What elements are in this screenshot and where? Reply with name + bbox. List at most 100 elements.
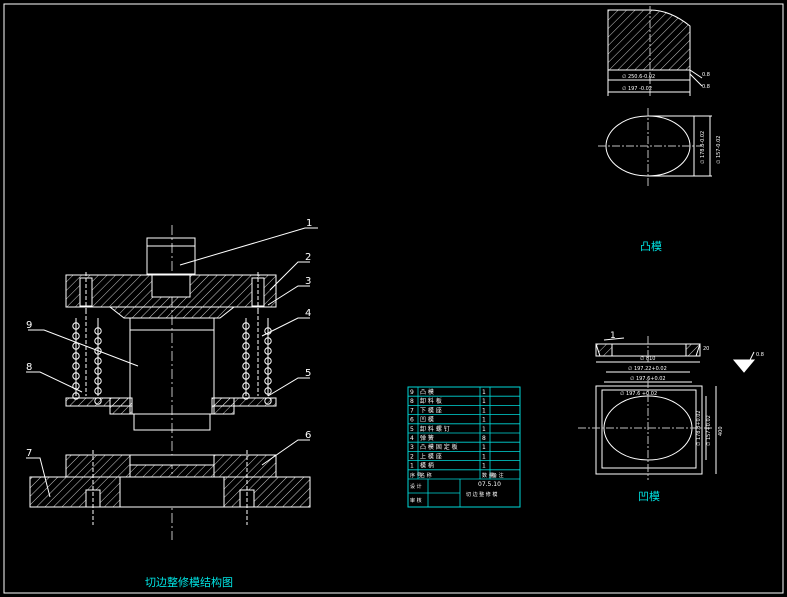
main-assembly-view bbox=[26, 225, 318, 540]
bom-cell: 凹 模 bbox=[420, 416, 434, 424]
part-label-7: 7 bbox=[26, 448, 32, 459]
die-view-title: 凹模 bbox=[638, 490, 660, 503]
bom-cell: 卸 料 螺 钉 bbox=[420, 425, 450, 433]
die-dim-vertical-3: 400 bbox=[718, 426, 724, 436]
spring-coils bbox=[72, 322, 272, 405]
punch-dim-inner: ∅ 250.6-0.02 bbox=[622, 74, 655, 80]
lower-die bbox=[65, 454, 277, 478]
part-label-9: 9 bbox=[26, 320, 32, 331]
bom-header-cell: 数 量 bbox=[482, 472, 494, 479]
die-dim-thickness: 20 bbox=[703, 346, 709, 352]
bom-cell: 模 柄 bbox=[420, 462, 434, 470]
spring-coil bbox=[242, 372, 250, 380]
part-label-3: 3 bbox=[305, 276, 311, 287]
bom-cell: 1 bbox=[482, 426, 486, 433]
bom-header-cell: 名 称 bbox=[420, 472, 432, 479]
part-label-2: 2 bbox=[305, 252, 311, 263]
bom-cell: 下 模 座 bbox=[420, 406, 442, 414]
bom-cell: 凸 模 固 定 板 bbox=[420, 443, 458, 451]
spring-coil bbox=[264, 357, 272, 365]
spring-coil bbox=[242, 352, 250, 360]
lower-die-seat bbox=[29, 450, 311, 525]
bom-cell: 5 bbox=[410, 426, 414, 433]
bom-cell: 1 bbox=[482, 407, 486, 414]
spring-coil bbox=[94, 367, 102, 375]
bom-cell: 9 bbox=[410, 389, 414, 396]
bom-cell: 2 bbox=[410, 453, 414, 460]
punch-dims: ∅ 250.6-0.02 ∅ 197 -0.02 0.8 0.8 ∅ 178.8… bbox=[622, 72, 722, 164]
drawing-border bbox=[3, 3, 784, 594]
spring-coil bbox=[264, 337, 272, 345]
spring-coil bbox=[72, 352, 80, 360]
bom-cell: 凸 模 bbox=[420, 388, 434, 396]
spring-coil bbox=[242, 362, 250, 370]
spring-coil bbox=[72, 332, 80, 340]
part-label-6: 6 bbox=[305, 430, 311, 441]
bom-header-cell: 备 注 bbox=[492, 472, 504, 479]
die-dim-vertical-1: ∅ 178.8+0.02 bbox=[696, 410, 702, 446]
punch-roughness-2: 0.8 bbox=[702, 84, 710, 90]
spring-coil bbox=[264, 377, 272, 385]
die-dim-bottom-width: ∅ 197.6 +0.02 bbox=[620, 391, 657, 397]
spring-coil bbox=[94, 357, 102, 365]
bom-cell: 上 模 座 bbox=[420, 452, 442, 460]
spring-coil bbox=[264, 367, 272, 375]
spring-coil bbox=[242, 382, 250, 390]
spring-left bbox=[75, 310, 99, 396]
bom-cell: 1 bbox=[482, 398, 486, 405]
bom-header-cell: 序 号 bbox=[410, 472, 422, 479]
punch-dim-outer: ∅ 197 -0.02 bbox=[622, 86, 652, 92]
bom-cell: 弹 簧 bbox=[420, 434, 434, 442]
spring-coil bbox=[264, 347, 272, 355]
spring-coil bbox=[72, 392, 80, 400]
bom-cell: 1 bbox=[482, 417, 486, 424]
spring-coil bbox=[242, 342, 250, 350]
part-label-8: 8 bbox=[26, 362, 32, 373]
bom-cell: 4 bbox=[410, 435, 414, 442]
bom-footer-code: 07.5.10 bbox=[478, 481, 501, 488]
spring-coil bbox=[94, 377, 102, 385]
bom-cell: 1 bbox=[482, 453, 486, 460]
main-view-title: 切边整修模结构图 bbox=[145, 575, 233, 589]
spring-coil bbox=[72, 322, 80, 330]
punch-dim-vertical-1: ∅ 178.8-0.02 bbox=[700, 131, 706, 164]
die-label-1: 1 bbox=[610, 331, 616, 341]
punch-detail-view bbox=[598, 6, 712, 186]
spring-right bbox=[245, 310, 269, 396]
spring-coil bbox=[72, 342, 80, 350]
spring-coil bbox=[264, 387, 272, 395]
leader-lines bbox=[26, 227, 318, 498]
upper-die-seat bbox=[65, 272, 277, 310]
die-detail-view bbox=[578, 336, 756, 480]
bom-cell: 1 bbox=[482, 444, 486, 451]
punch-dim-vertical-2: ∅ 157-0.02 bbox=[716, 136, 722, 164]
spring-coil bbox=[242, 322, 250, 330]
spring-coil bbox=[242, 332, 250, 340]
punch-roughness-1: 0.8 bbox=[702, 72, 710, 78]
die-roughness: 0.8 bbox=[756, 352, 764, 358]
die-dim-vertical-2: ∅ 157+0.02 bbox=[706, 415, 712, 446]
bom-cell: 1 bbox=[482, 463, 486, 470]
punch-body bbox=[129, 317, 215, 431]
spring-coil bbox=[94, 387, 102, 395]
bom-cell: 卸 料 板 bbox=[420, 397, 442, 405]
bom-border bbox=[407, 386, 521, 508]
bom-footer-review: 审 核 bbox=[410, 497, 422, 504]
main-part-labels: 1 2 3 4 5 6 7 8 9 bbox=[26, 218, 312, 459]
spring-coil bbox=[94, 327, 102, 335]
die-dim-mid-width: ∅ 197.6+0.02 bbox=[630, 376, 666, 382]
spring-coil bbox=[72, 362, 80, 370]
bom-cell: 6 bbox=[410, 417, 414, 424]
spring-coil bbox=[94, 397, 102, 405]
bom-cell: 8 bbox=[482, 435, 486, 442]
die-dim-width-top: ∅ 810 bbox=[640, 356, 656, 362]
bom-cell: 1 bbox=[410, 463, 414, 470]
punch-retainer-plate bbox=[108, 306, 236, 319]
spring-coil bbox=[94, 347, 102, 355]
bom-footer-design: 设 计 bbox=[410, 483, 422, 490]
part-label-5: 5 bbox=[305, 368, 311, 379]
die-dims: 1 20 ∅ 810 ∅ 197.22+0.02 ∅ 197.6+0.02 ∅ … bbox=[610, 331, 764, 446]
part-label-4: 4 bbox=[305, 308, 311, 319]
